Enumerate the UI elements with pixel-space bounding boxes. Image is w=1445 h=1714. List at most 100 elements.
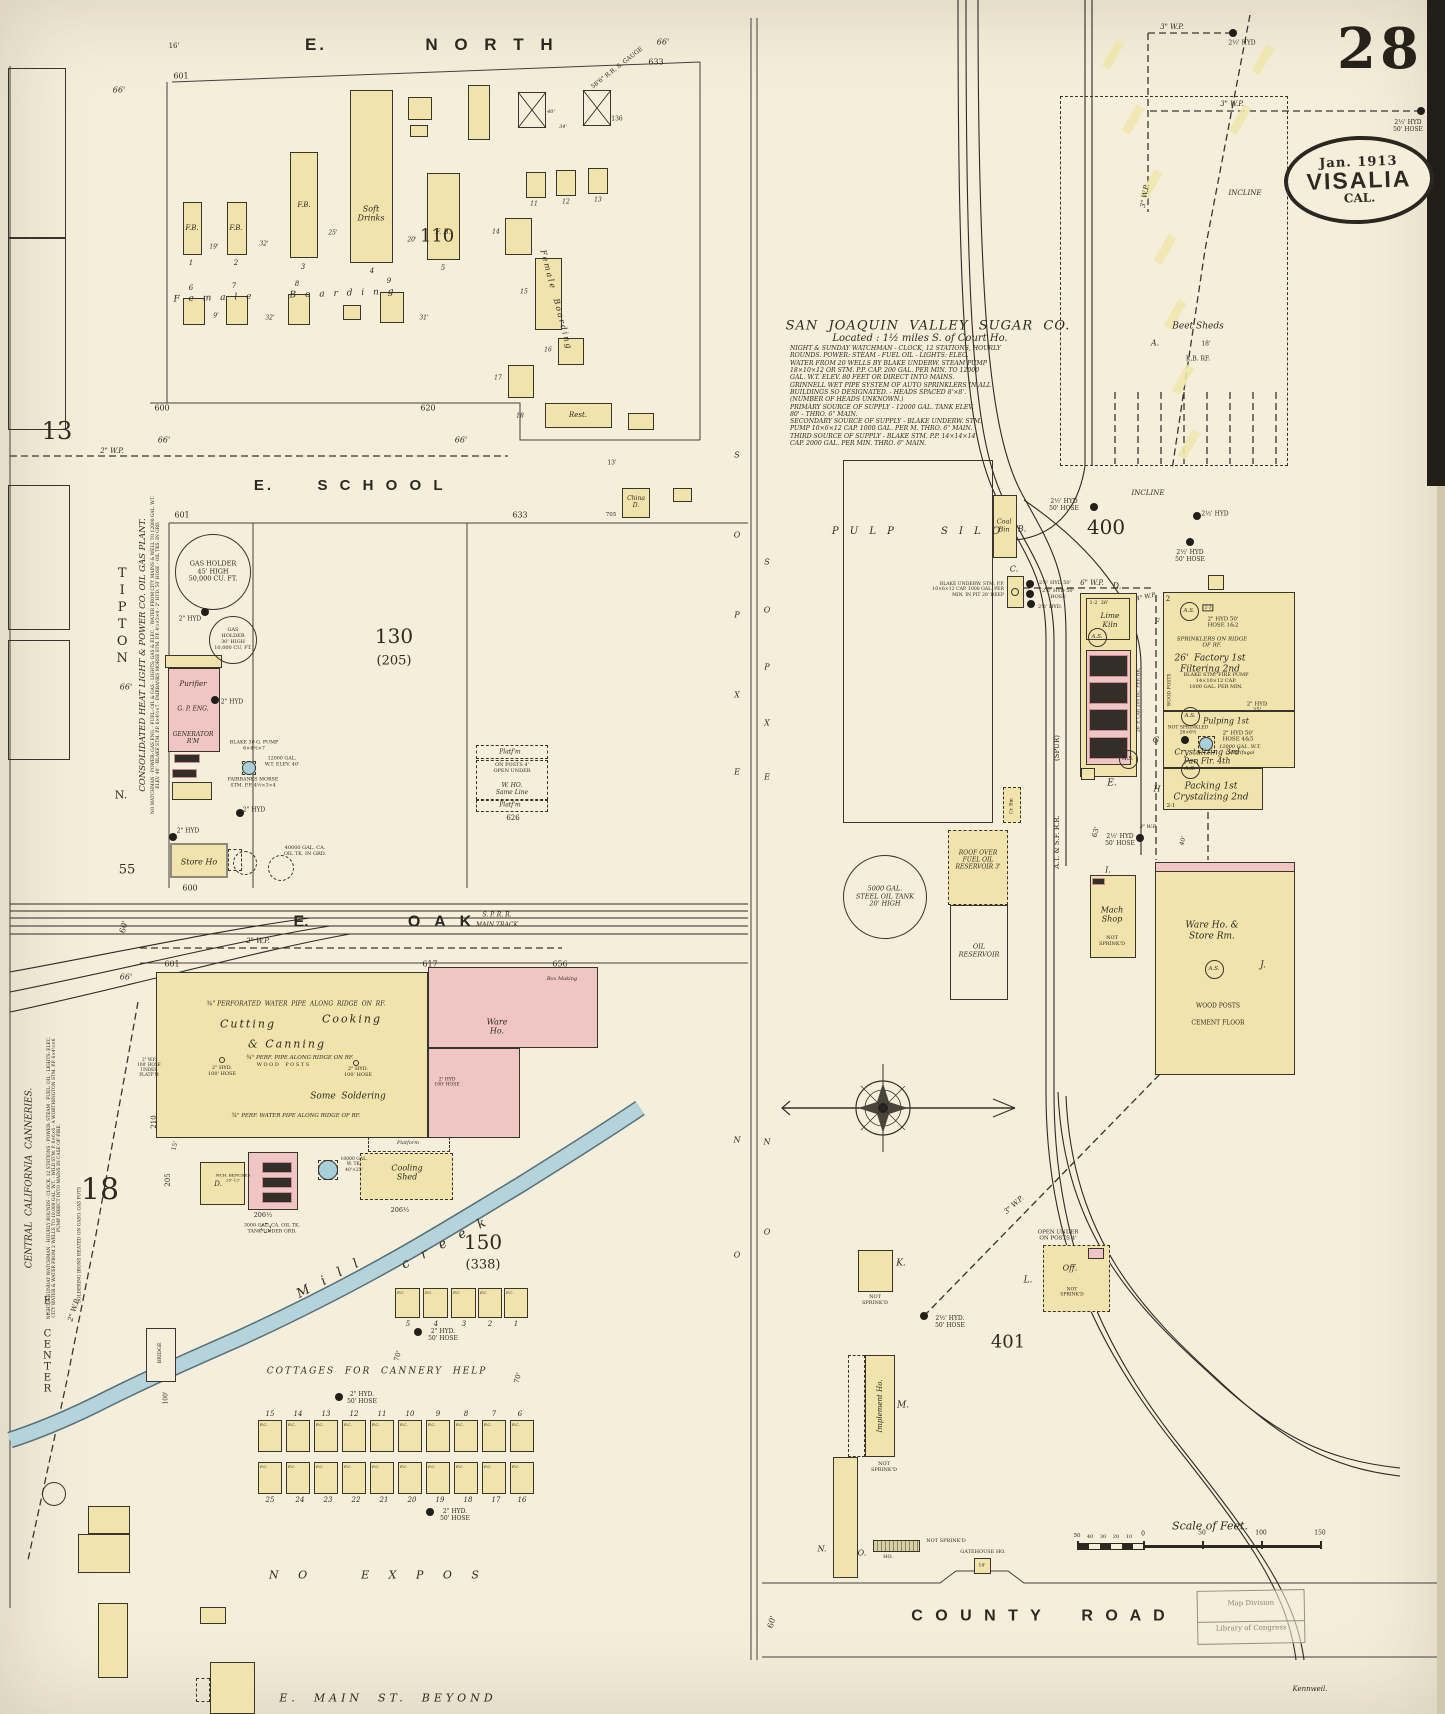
building	[262, 1162, 292, 1173]
building: F.C.	[423, 1288, 448, 1318]
map-label: 4	[433, 1319, 439, 1328]
map-label: K.B. RF.	[1185, 355, 1211, 363]
map-label: Platform	[397, 1140, 419, 1147]
map-label: N	[733, 1135, 741, 1145]
map-label: 206½	[390, 1206, 410, 1215]
fc-notation: F.C.	[506, 1290, 514, 1295]
building: F.C.	[510, 1420, 534, 1452]
building	[588, 168, 608, 194]
street-e-north: E.	[304, 34, 328, 54]
pulp-silo-label: P U L P S I L O	[831, 526, 1005, 538]
building	[1081, 768, 1095, 780]
map-label: 60'	[765, 1614, 778, 1630]
building: F.C.	[314, 1462, 338, 1494]
map-label: O	[763, 1227, 771, 1237]
fc-notation: F.C.	[428, 1422, 436, 1427]
building	[1003, 787, 1021, 823]
map-label: 15'	[170, 1140, 180, 1152]
building	[172, 769, 197, 778]
map-label: 31'	[419, 314, 429, 322]
steel-oil-tank-label: 5000 GAL. STEEL OIL TANK 20' HIGH	[855, 884, 915, 908]
map-label: 2" HYD 50' HOSE 1&2	[1207, 616, 1239, 629]
map-label: SOLDERING IRONS HEATED ON GASO. GAS POTS	[77, 1186, 83, 1304]
map-label: (SPUR)	[1052, 734, 1061, 762]
map-label: 40'	[1178, 835, 1188, 847]
building	[410, 125, 428, 137]
building: F.C.	[482, 1420, 506, 1452]
building	[556, 170, 576, 196]
map-label: O.	[857, 1548, 867, 1558]
mach-shop-label: Mach Shop	[1100, 905, 1124, 924]
building: F.C.	[395, 1288, 420, 1318]
block-130: 130	[374, 624, 414, 649]
hydrant-dot	[1229, 29, 1237, 37]
map-label: 8	[463, 1409, 469, 1418]
building	[558, 338, 584, 365]
map-label: F	[1154, 617, 1160, 626]
map-label: FAIRBANKS MORSE STM. P.P. 4½×3×4	[227, 777, 279, 788]
map-label: HO.	[883, 1554, 893, 1561]
building	[1088, 1248, 1104, 1259]
map-label: 2" HYD 50' HOSE 4&5	[1222, 730, 1254, 743]
building	[1089, 709, 1128, 731]
map-label: 9	[435, 1409, 441, 1418]
map-label: W. HO. Same Line	[495, 781, 529, 796]
building	[380, 292, 404, 323]
fc-notation: F.C.	[512, 1464, 520, 1469]
map-label: B.	[1017, 524, 1027, 534]
map-label: E	[764, 772, 770, 782]
map-label: 100	[1255, 1529, 1267, 1537]
canneries-title: CENTRAL CALIFORNIA CANNERIES.	[24, 1087, 35, 1269]
map-label: Pulping 1st	[1203, 716, 1249, 726]
map-label: NOT SPRINK'D	[1060, 1287, 1084, 1298]
fuel-oil-reservoir	[948, 830, 1008, 905]
map-label: 10000 GAL. W. TK. 40'×25'	[340, 1157, 368, 1173]
map-label: F.B.	[297, 200, 311, 209]
map-label: O	[763, 605, 771, 615]
map-label: 14	[293, 1409, 303, 1418]
building	[583, 90, 611, 126]
beet-sheds-label: Beet Sheds	[1172, 321, 1224, 332]
hydrant-dot	[236, 809, 244, 817]
map-label: 2" HYD. 50' HOSE	[347, 1390, 377, 1405]
map-label: 600	[182, 883, 198, 893]
map-label: 14'	[978, 1563, 986, 1569]
building	[98, 1603, 128, 1678]
map-label: NOT SPRINK'D	[870, 1461, 898, 1473]
building	[505, 218, 532, 255]
map-label: 601	[164, 959, 180, 969]
street-e-oak: E.	[293, 913, 309, 931]
implement-ho-label: Implement Ho.	[875, 1379, 884, 1433]
building	[174, 754, 200, 763]
hydrant-dot	[920, 1312, 928, 1320]
scale-bar	[1143, 1545, 1320, 1548]
building	[8, 238, 66, 430]
map-label: 2" HYD	[242, 806, 266, 814]
map-label: China D.	[627, 494, 645, 509]
auto-sprinkler-mark: A.S.	[1180, 759, 1200, 779]
map-label: G. P. ENG.	[177, 705, 209, 713]
map-label: 34'	[559, 124, 567, 131]
sheet-number: 28	[1337, 16, 1423, 82]
scale-tick	[1202, 1541, 1204, 1549]
ware-ho-store-rm	[1155, 862, 1295, 1075]
map-label: Rest.	[568, 410, 588, 419]
gas-holder-large	[175, 534, 251, 610]
map-label: N.	[817, 1544, 827, 1554]
building	[873, 1540, 920, 1552]
building	[165, 655, 222, 668]
hydrant-dot	[1090, 503, 1098, 511]
map-label: INCLINE	[1131, 488, 1165, 497]
map-label: 19	[435, 1495, 445, 1504]
map-label: 2-3	[1202, 604, 1214, 612]
map-label: MCH. BENCHES 25'-13'	[215, 1172, 251, 1182]
map-label: 32'	[265, 314, 275, 322]
hydrant-dot	[201, 608, 209, 616]
map-label: N	[763, 1137, 771, 1147]
map-label: NIGHT & SUNDAY WATCHMAN - HOURLY ROUNDS …	[47, 1036, 63, 1320]
building	[8, 68, 66, 238]
map-label: 3	[461, 1319, 467, 1328]
building	[848, 1355, 865, 1457]
map-label: K.	[896, 1258, 906, 1269]
gas-plant-title: CONSOLIDATED HEAT LIGHT & POWER CO. OIL …	[137, 518, 148, 792]
